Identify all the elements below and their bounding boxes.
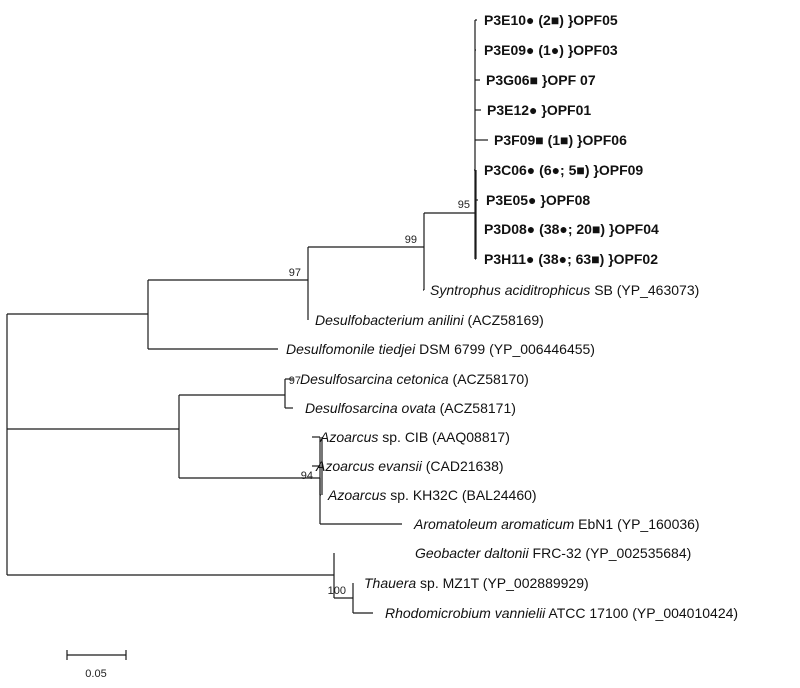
leaf-label: P3E05● }OPF08 xyxy=(486,192,590,208)
leaf-label: P3F09■ (1■) }OPF06 xyxy=(494,132,627,148)
taxon-name: Azoarcus xyxy=(327,487,386,503)
taxon-name: Thauera xyxy=(364,575,416,591)
leaf-label: Azoarcus sp. CIB (AAQ08817) xyxy=(319,429,510,445)
leaf-label: Desulfosarcina cetonica (ACZ58170) xyxy=(300,371,529,387)
leaf-label-text: ATCC 17100 (YP_004010424) xyxy=(545,605,738,621)
bootstrap-value: 97 xyxy=(289,267,301,279)
leaf-label-text: P3E09● (1●) }OPF03 xyxy=(484,42,618,58)
taxon-name: Rhodomicrobium vannielii xyxy=(385,605,546,621)
leaf-label-text: P3G06■ }OPF 07 xyxy=(486,72,596,88)
leaf-label-text: P3H11● (38●; 63■) }OPF02 xyxy=(484,251,658,267)
leaf-label-text: DSM 6799 (YP_006446455) xyxy=(415,341,595,357)
leaf-label-text: P3D08● (38●; 20■) }OPF04 xyxy=(484,221,659,237)
leaf-label: Desulfobacterium anilini (ACZ58169) xyxy=(315,312,544,328)
tree-branches xyxy=(6,19,488,614)
leaf-label-text: P3C06● (6●; 5■) }OPF09 xyxy=(484,162,643,178)
leaf-label: P3G06■ }OPF 07 xyxy=(486,72,596,88)
taxon-name: Aromatoleum aromaticum xyxy=(413,516,575,532)
taxon-name: Desulfobacterium anilini xyxy=(315,312,465,328)
leaf-label-text: (ACZ58170) xyxy=(449,371,529,387)
leaf-label: P3C06● (6●; 5■) }OPF09 xyxy=(484,162,643,178)
bootstrap-value: 95 xyxy=(458,199,470,211)
bootstrap-value: 99 xyxy=(405,234,417,246)
leaf-label: P3D08● (38●; 20■) }OPF04 xyxy=(484,221,659,237)
leaf-label: Thauera sp. MZ1T (YP_002889929) xyxy=(364,575,589,591)
leaf-label-text: sp. KH32C (BAL24460) xyxy=(386,487,536,503)
leaf-label-text: EbN1 (YP_160036) xyxy=(574,516,699,532)
leaf-label-text: sp. MZ1T (YP_002889929) xyxy=(416,575,589,591)
leaf-label: Geobacter daltonii FRC-32 (YP_002535684) xyxy=(415,545,691,561)
leaf-label: Rhodomicrobium vannielii ATCC 17100 (YP_… xyxy=(385,605,738,621)
leaf-label: P3H11● (38●; 63■) }OPF02 xyxy=(484,251,658,267)
leaf-label: P3E12● }OPF01 xyxy=(487,102,591,118)
taxon-name: Azoarcus xyxy=(319,429,378,445)
leaf-label: Desulfosarcina ovata (ACZ58171) xyxy=(305,400,516,416)
taxon-name: Desulfosarcina ovata xyxy=(305,400,436,416)
taxon-name: Azoarcus evansii xyxy=(315,458,423,474)
leaf-label-text: SB (YP_463073) xyxy=(590,282,699,298)
taxon-name: Desulfomonile tiedjei xyxy=(286,341,416,357)
scale-bar-label: 0.05 xyxy=(85,668,106,680)
leaf-label-text: (ACZ58169) xyxy=(464,312,544,328)
leaf-label: Desulfomonile tiedjei DSM 6799 (YP_00644… xyxy=(286,341,595,357)
taxon-name: Desulfosarcina cetonica xyxy=(300,371,449,387)
leaf-label: Aromatoleum aromaticum EbN1 (YP_160036) xyxy=(413,516,700,532)
bootstrap-value: 94 xyxy=(301,470,313,482)
scale-bar: 0.05 xyxy=(66,650,127,680)
bootstrap-value: 97 xyxy=(289,375,301,387)
bootstrap-labels: 95 99 97 97 94 100 xyxy=(289,199,470,597)
leaf-label: Syntrophus aciditrophicus SB (YP_463073) xyxy=(430,282,699,298)
leaf-label-text: P3E05● }OPF08 xyxy=(486,192,590,208)
bootstrap-value: 100 xyxy=(328,585,346,597)
leaf-label-text: (CAD21638) xyxy=(422,458,504,474)
leaf-label-text: FRC-32 (YP_002535684) xyxy=(529,545,692,561)
leaf-label-text: (ACZ58171) xyxy=(436,400,516,416)
leaf-label-text: P3E12● }OPF01 xyxy=(487,102,591,118)
leaf-label-text: sp. CIB (AAQ08817) xyxy=(378,429,510,445)
taxon-name: Syntrophus aciditrophicus xyxy=(430,282,590,298)
leaf-label-text: P3F09■ (1■) }OPF06 xyxy=(494,132,627,148)
leaf-label: Azoarcus sp. KH32C (BAL24460) xyxy=(327,487,537,503)
leaf-label-text: P3E10● (2■) }OPF05 xyxy=(484,12,618,28)
leaf-label: P3E10● (2■) }OPF05 xyxy=(484,12,618,28)
leaf-label: Azoarcus evansii (CAD21638) xyxy=(315,458,504,474)
taxon-name: Geobacter daltonii xyxy=(415,545,530,561)
leaf-label: P3E09● (1●) }OPF03 xyxy=(484,42,618,58)
